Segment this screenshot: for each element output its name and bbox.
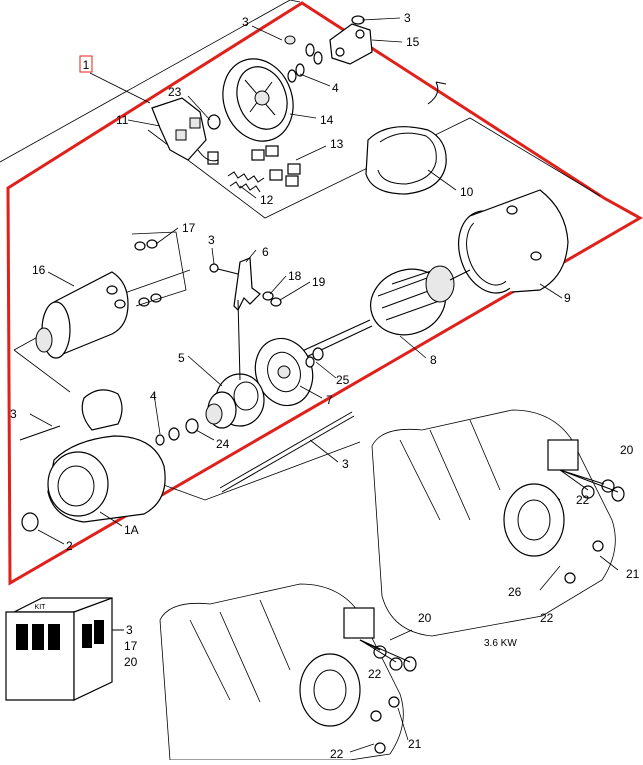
index-box-label: 1 [83, 58, 90, 72]
callout: 20 [620, 443, 634, 457]
part-intermediate-plate [254, 337, 324, 407]
callout: 4 [332, 81, 339, 95]
callout: 17 [182, 221, 196, 235]
callout: 22 [330, 747, 344, 760]
callout: 13 [330, 137, 344, 151]
callout: 3 [404, 11, 411, 25]
callout: 19 [312, 275, 326, 289]
callout: 10 [460, 185, 474, 199]
callout: 9 [564, 291, 571, 305]
part-solenoid [35, 231, 187, 359]
callout: 14 [320, 113, 334, 127]
part-drive-pinion [205, 373, 265, 429]
callout: 6 [262, 245, 269, 259]
callout: 16 [32, 263, 46, 277]
callout: 1A [124, 523, 139, 537]
installation-view-upper [371, 409, 625, 637]
kit-callout: 17 [124, 639, 138, 653]
callout: 22 [576, 493, 590, 507]
callout: 24 [216, 437, 230, 451]
part-field-coils [365, 81, 447, 195]
callout: 3 [10, 407, 17, 421]
part-springs [227, 171, 265, 193]
callout: 7 [326, 393, 333, 407]
kit-label: KIT [35, 604, 47, 611]
part-end-frame [207, 58, 294, 142]
callout: 3 [242, 15, 249, 29]
kit-box: KIT [5, 597, 124, 701]
callout: 4 [150, 389, 157, 403]
callout: 3 [342, 457, 349, 471]
callout: 18 [288, 269, 302, 283]
new-holland-logo-icon [16, 620, 104, 650]
callout: 26 [508, 585, 522, 599]
part-drive-housing [19, 389, 199, 532]
part-brushes [251, 145, 301, 187]
callout: 12 [260, 193, 274, 207]
part-through-bolt [219, 411, 355, 493]
installation-view-lower [159, 583, 417, 761]
callout: 3 [208, 233, 215, 247]
highlight-outline [6, 1, 643, 586]
kit-callout: 3 [126, 623, 133, 637]
callout: 21 [408, 737, 422, 751]
callout: 25 [336, 373, 350, 387]
part-end-plate [284, 15, 373, 83]
callout: 23 [168, 85, 182, 99]
callout: 8 [430, 353, 437, 367]
callout: 11 [116, 113, 129, 127]
part-armature [299, 265, 471, 359]
callout: 5 [178, 351, 185, 365]
callout: 21 [626, 567, 640, 581]
part-brush-holder [151, 97, 219, 165]
index-box: 1 [79, 55, 93, 73]
callout: 2 [66, 539, 73, 553]
callouts: 3 3 15 4 23 11 14 13 12 10 17 16 3 6 18 … [10, 11, 640, 761]
callout: 15 [406, 35, 420, 49]
kw-label: 3.6 KW [484, 638, 517, 649]
part-yoke-housing [458, 189, 569, 294]
kit-callout: 20 [124, 655, 138, 669]
leader-lines [29, 17, 619, 753]
callout: 22 [368, 667, 382, 681]
callout: 20 [418, 611, 432, 625]
callout: 22 [540, 611, 554, 625]
